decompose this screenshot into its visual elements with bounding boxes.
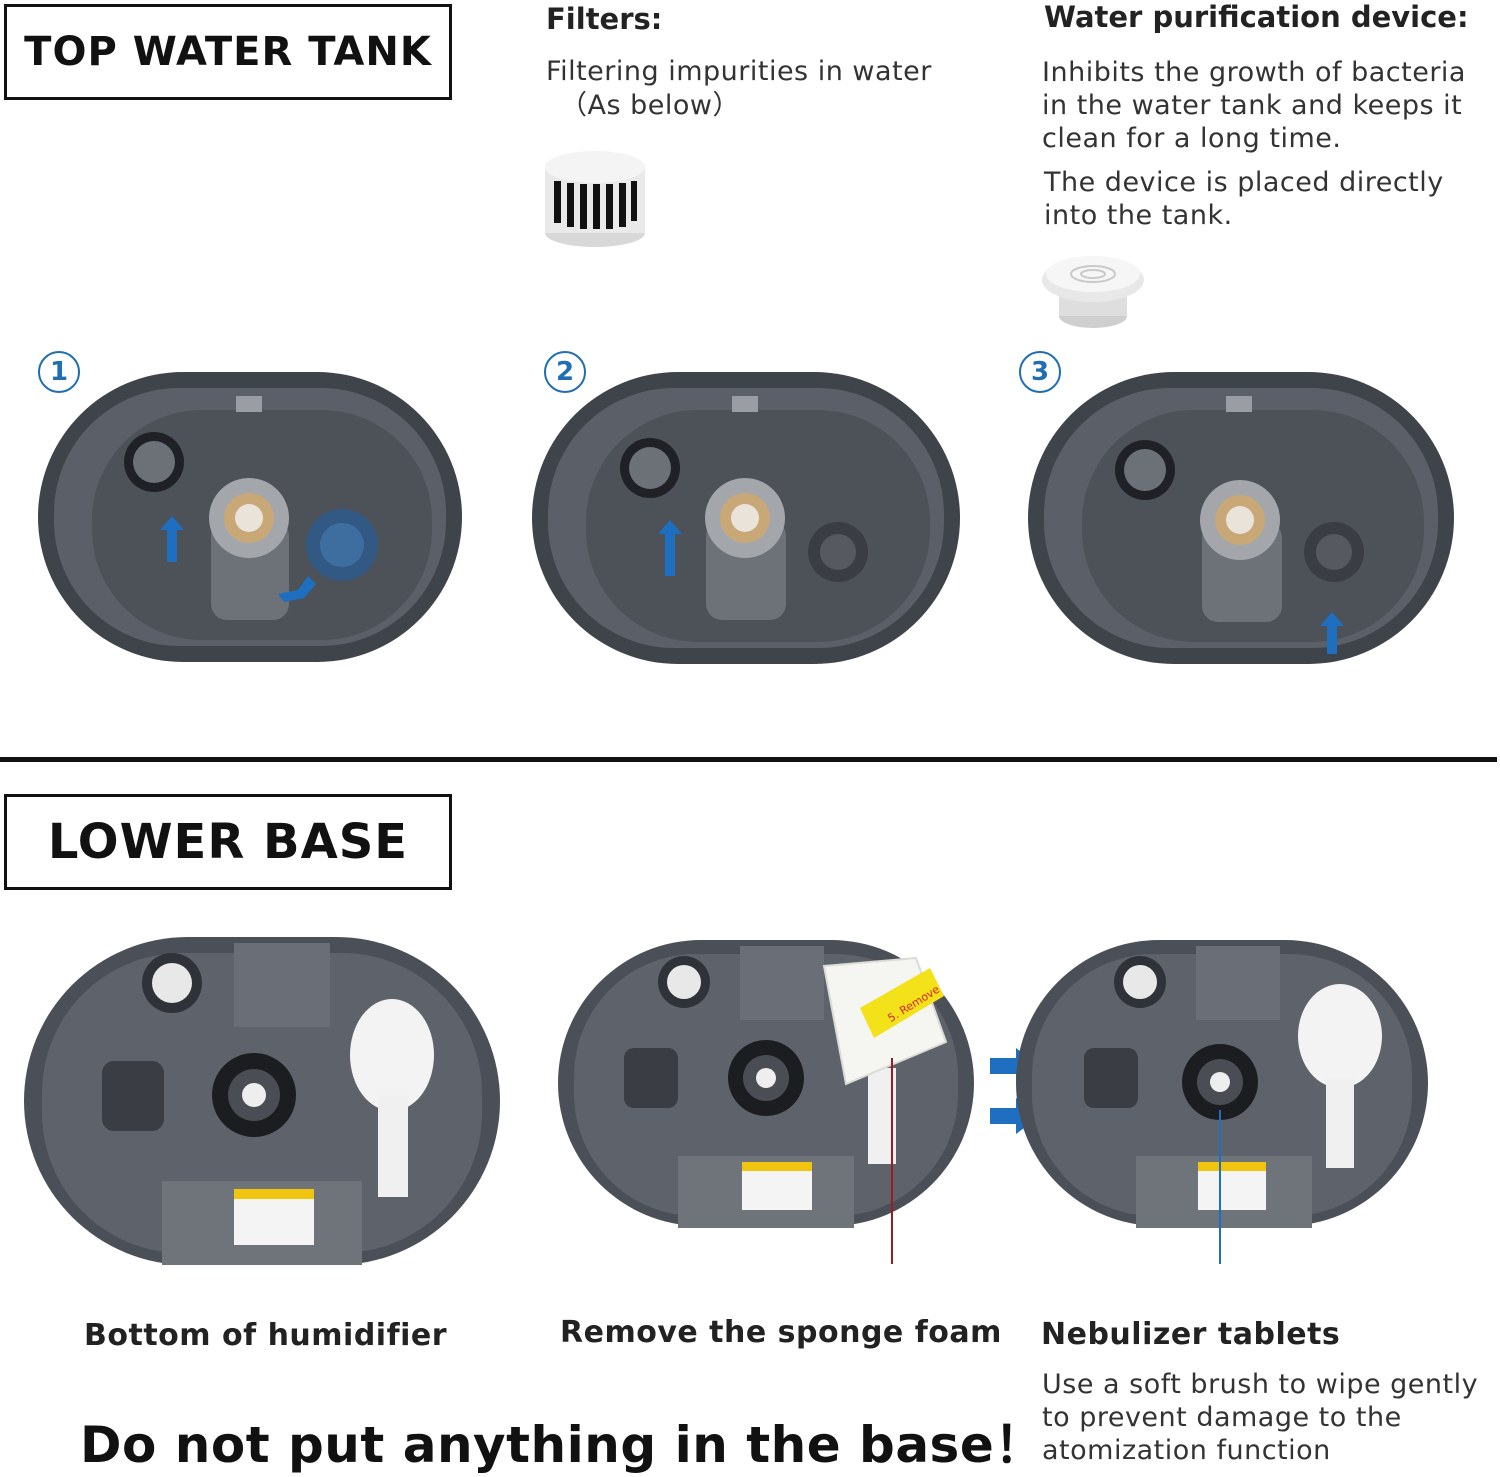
water-tank-photo-1 bbox=[38, 372, 462, 662]
purification-device-icon bbox=[1042, 256, 1144, 328]
filters-heading: Filters: bbox=[546, 2, 663, 36]
nebulizer-description: Use a soft brush to wipe gently to preve… bbox=[1042, 1369, 1479, 1466]
filters-description-note: （As below） bbox=[560, 90, 740, 121]
humidifier-base-photo-2: 5. Remove bbox=[558, 940, 974, 1264]
filters-description: Filtering impurities in water bbox=[546, 56, 932, 87]
caption-bottom-of-humidifier: Bottom of humidifier bbox=[84, 1318, 448, 1353]
lower-base-title: LOWER BASE bbox=[4, 794, 452, 890]
purification-description: Inhibits the growth of bacteria in the w… bbox=[1042, 57, 1466, 154]
caption-remove-sponge: Remove the sponge foam bbox=[560, 1315, 1002, 1350]
filter-cartridge-icon bbox=[545, 151, 645, 247]
step-3-badge: 3 bbox=[1019, 351, 1061, 393]
top-water-tank-title: TOP WATER TANK bbox=[4, 4, 452, 100]
water-tank-photo-3 bbox=[1028, 372, 1454, 664]
caption-nebulizer-tablets: Nebulizer tablets bbox=[1041, 1317, 1341, 1352]
water-tank-photo-2 bbox=[532, 372, 960, 664]
warning-message: Do not put anything in the base！ bbox=[80, 1416, 1045, 1474]
section-divider bbox=[0, 757, 1497, 762]
humidifier-base-photo-1 bbox=[24, 937, 500, 1265]
step-1-badge: 1 bbox=[38, 351, 80, 393]
humidifier-base-photo-3 bbox=[1016, 940, 1428, 1264]
step-2-badge: 2 bbox=[544, 351, 586, 393]
purification-placement: The device is placed directly into the t… bbox=[1044, 167, 1444, 231]
purification-heading: Water purification device: bbox=[1044, 0, 1469, 34]
